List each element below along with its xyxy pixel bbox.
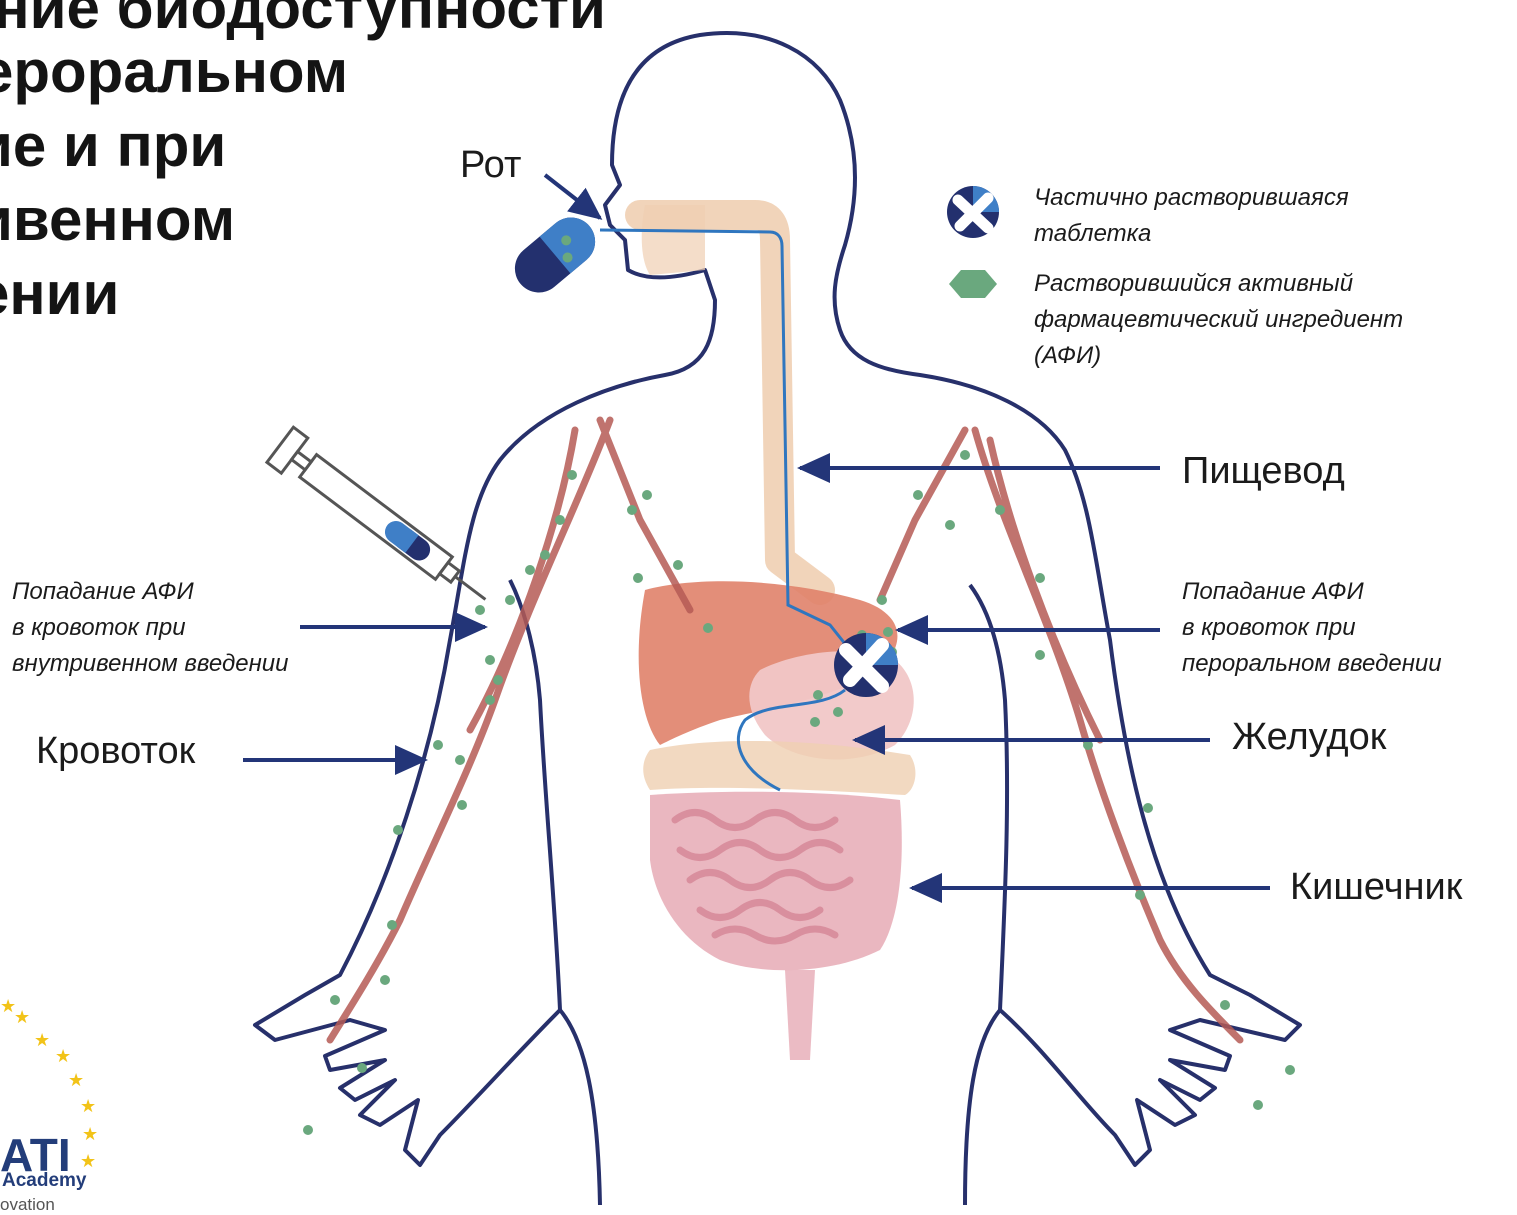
legend-tablet-line-2: таблетка: [1034, 216, 1349, 252]
title-line-1: ение биодоступности: [0, 0, 606, 38]
title-line-2: ероральном: [0, 42, 348, 102]
esophagus-label: Пищевод: [1182, 452, 1345, 490]
oral-note-line-2: в кровоток при: [1182, 610, 1442, 646]
logo-line-1: Academy: [2, 1170, 87, 1192]
iv-note-line-2: в кровоток при: [12, 610, 289, 646]
bloodstream-label: Кровоток: [36, 732, 195, 770]
mouth-cavity: [642, 205, 705, 275]
mouth-arrow: [545, 175, 600, 218]
svg-text:★: ★: [34, 1030, 50, 1051]
stomach-label: Желудок: [1232, 718, 1386, 756]
iv-note-line-1: Попадание АФИ: [12, 574, 289, 610]
logo-line-2: ovation: [0, 1195, 55, 1215]
syringe-icon: [267, 427, 499, 617]
oral-entry-note: Попадание АФИ в кровоток при пероральном…: [1182, 574, 1442, 682]
capsule-icon: [505, 208, 605, 303]
svg-text:★: ★: [80, 1151, 96, 1172]
oral-note-line-3: пероральном введении: [1182, 646, 1442, 682]
svg-text:★: ★: [80, 1096, 96, 1117]
title-line-3: ие и при: [0, 116, 226, 176]
dissolving-tablet-icon: [834, 633, 898, 697]
legend-api-line-3: (АФИ): [1034, 338, 1403, 374]
title-line-4: ивенном: [0, 190, 235, 250]
iv-entry-note: Попадание АФИ в кровоток при внутривенно…: [12, 574, 289, 682]
svg-text:★: ★: [14, 1007, 30, 1028]
legend-tablet-line-1: Частично растворившаяся: [1034, 180, 1349, 216]
right-arm-inner-line: [970, 585, 1007, 1010]
right-arm-vessel: [880, 430, 1240, 1040]
legend-api-hexagon-icon: [949, 270, 997, 298]
intestine-label: Кишечник: [1290, 868, 1462, 906]
iv-note-line-3: внутривенном введении: [12, 646, 289, 682]
title-line-5: ении: [0, 264, 119, 324]
mouth-label: Рот: [460, 146, 521, 184]
legend-tablet-icon: [947, 186, 999, 238]
rectum-shape: [785, 970, 815, 1060]
legend-api-text: Растворившийся активный фармацевтический…: [1034, 266, 1403, 374]
legend-api-line-1: Растворившийся активный: [1034, 266, 1403, 302]
svg-text:★: ★: [68, 1070, 84, 1091]
svg-text:★: ★: [55, 1046, 71, 1067]
legend-api-line-2: фармацевтический ингредиент: [1034, 302, 1403, 338]
svg-text:★: ★: [82, 1124, 98, 1145]
legend-tablet-text: Частично растворившаяся таблетка: [1034, 180, 1349, 252]
oral-note-line-1: Попадание АФИ: [1182, 574, 1442, 610]
